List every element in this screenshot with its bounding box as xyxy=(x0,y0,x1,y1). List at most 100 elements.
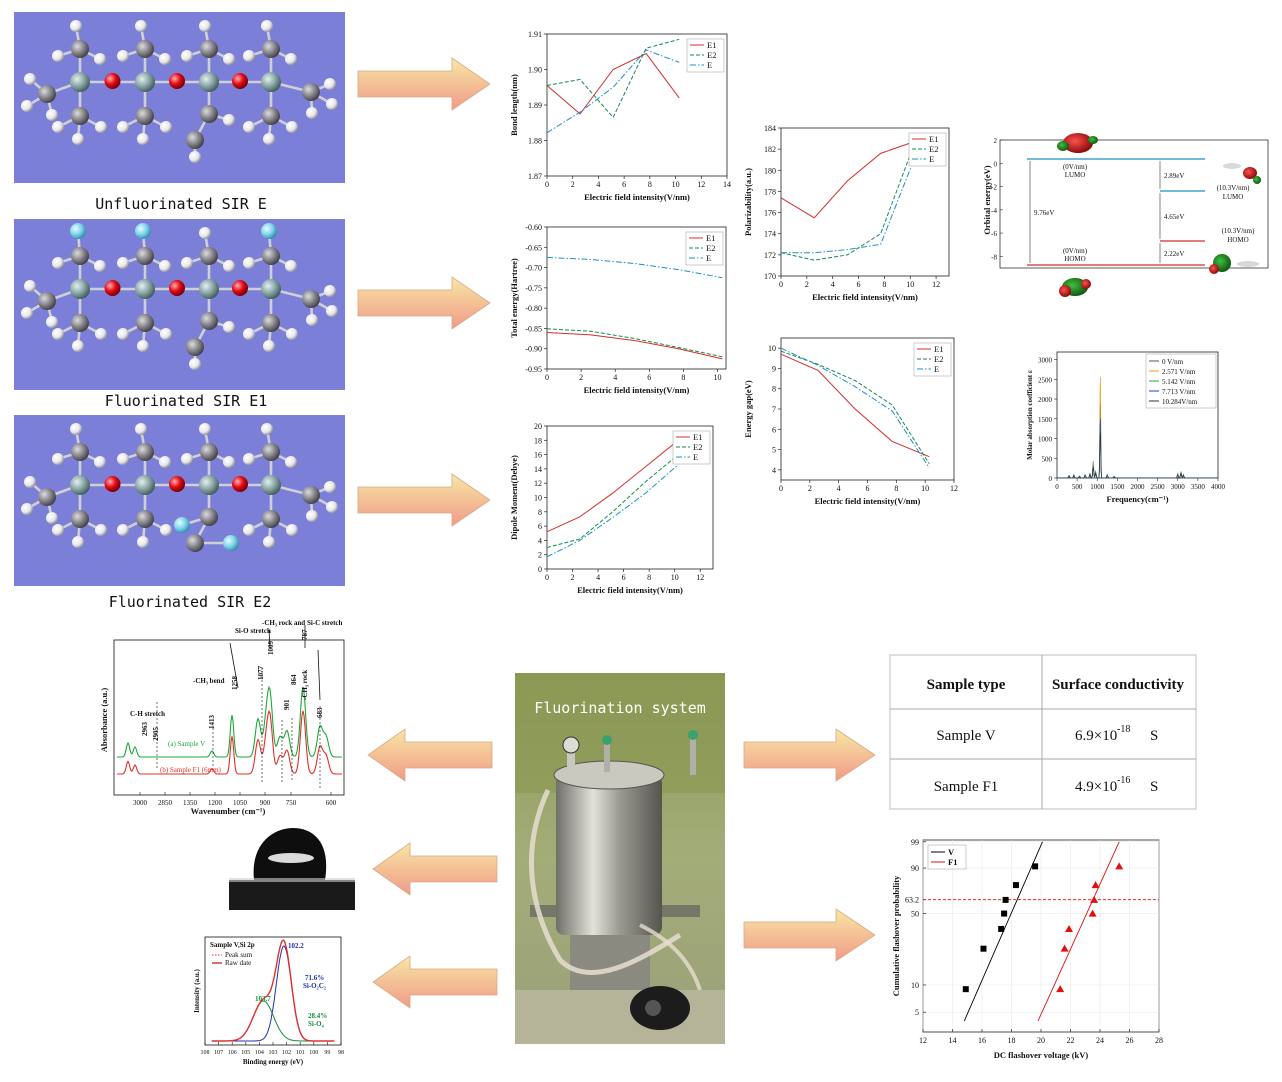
y-tick-label: 18 xyxy=(534,436,542,445)
point-v xyxy=(1012,882,1019,889)
fluorine-atom xyxy=(70,223,86,239)
xps-peak-sum xyxy=(211,939,335,1042)
carbon-atom xyxy=(136,314,154,332)
x-tick-label: 1050 xyxy=(233,799,248,807)
point-v xyxy=(998,925,1005,932)
legend-e: E xyxy=(929,154,934,164)
label-high-lumo-field: (10.3V/nm) xyxy=(1217,184,1251,192)
x-tick-label: 22 xyxy=(1067,1036,1075,1045)
hydrogen-atom xyxy=(243,453,255,465)
hydrogen-atom xyxy=(261,423,273,435)
carbon-atom xyxy=(71,443,89,461)
x-tick-label: 2 xyxy=(571,180,575,189)
y-tick-label: 3000 xyxy=(1038,357,1053,365)
x-tick-label: 6 xyxy=(622,180,626,189)
legend-e1: E1 xyxy=(706,233,715,243)
silicon-atom xyxy=(70,475,90,495)
carbon-atom xyxy=(71,247,89,265)
hydrogen-atom xyxy=(199,423,211,435)
point-v xyxy=(980,945,987,952)
ftir-annotation: -CH₃ rock and Si-C stretch xyxy=(262,619,343,627)
legend-e2: E2 xyxy=(706,243,715,253)
hydrogen-atom xyxy=(24,280,36,292)
y-tick-label: 184 xyxy=(764,124,776,133)
x-tick-label: 100 xyxy=(309,1050,318,1056)
x-tick-label: 10 xyxy=(921,484,929,493)
hydrogen-atom xyxy=(117,524,129,536)
molecule-e2-atoms xyxy=(21,423,338,552)
hydrogen-atom xyxy=(94,456,106,468)
polarizability-xlabel: Electric field intensity(V/nm) xyxy=(812,292,918,302)
weibull-xlabel: DC flashover voltage (kV) xyxy=(994,1050,1089,1060)
y-tick-label: 99 xyxy=(911,838,919,847)
ftir-legend-v: (a) Sample V xyxy=(168,740,205,748)
ftir-pointer xyxy=(268,629,271,649)
ftir-annotation: 1009 xyxy=(267,641,275,656)
label-high-homo: HOMO xyxy=(1227,236,1248,244)
silicon-atom xyxy=(199,279,219,299)
molecule-e-atoms xyxy=(21,20,338,163)
orbital-lobe-homo-0 xyxy=(1059,278,1091,297)
gap-label-0: 9.76eV xyxy=(1034,209,1054,217)
x-tick-label: 12 xyxy=(950,484,958,493)
hydrogen-atom xyxy=(70,423,82,435)
carbon-atom xyxy=(302,486,320,504)
gap-label-2: 4.65eV xyxy=(1164,213,1184,221)
series-e xyxy=(546,256,723,279)
silicon-atom xyxy=(70,72,90,92)
hydrogen-atom xyxy=(223,456,235,468)
gap-label-3: 2.22eV xyxy=(1164,250,1184,258)
hydrogen-atom xyxy=(306,510,318,522)
hydrogen-atom xyxy=(160,524,172,536)
gap-label-1: 2.89eV xyxy=(1164,172,1184,180)
silicon-atom xyxy=(199,72,219,92)
arrow-left-contact-angle xyxy=(372,842,498,896)
ftir-annotation: Si-O stretch xyxy=(235,627,271,635)
x-tick-label: 12 xyxy=(696,573,704,582)
xps-title: Sample V,Si 2p xyxy=(210,941,255,949)
hydrogen-atom xyxy=(199,227,211,239)
silicon-atom xyxy=(135,279,155,299)
x-tick-label: 1000 xyxy=(1090,483,1105,491)
table-header-conductivity: Surface conductivity xyxy=(1052,677,1185,693)
y-tick-label: 8 xyxy=(772,385,776,394)
x-tick-label: 4000 xyxy=(1211,483,1226,491)
carbon-atom xyxy=(262,107,280,125)
carbon-atom xyxy=(200,40,218,58)
ftir-series-v xyxy=(117,685,342,758)
x-tick-label: 2500 xyxy=(1151,483,1166,491)
carbon-atom xyxy=(262,247,280,265)
series-e1 xyxy=(546,439,679,533)
series-e xyxy=(781,159,915,254)
contact-angle-image xyxy=(229,828,355,910)
x-tick-label: 20 xyxy=(1037,1036,1045,1045)
silicon-atom xyxy=(70,279,90,299)
xps-peak-2-species: Si-O₄ xyxy=(308,1020,325,1028)
x-tick-label: 4 xyxy=(831,280,835,289)
x-tick-label: 8 xyxy=(647,573,651,582)
silicon-atom xyxy=(199,475,219,495)
orbital-tick-label: -8 xyxy=(991,253,997,261)
hydrogen-atom xyxy=(21,307,33,319)
legend-e2: E2 xyxy=(693,442,702,452)
y-tick-label: 6 xyxy=(772,425,776,434)
ftir-series-f1 xyxy=(117,709,342,775)
oxygen-atom xyxy=(232,73,248,89)
silicon-atom xyxy=(261,475,281,495)
carbon-atom xyxy=(38,85,56,103)
hydrogen-atom xyxy=(135,423,147,435)
absorb-xlabel: Frequency(cm⁻¹) xyxy=(1106,494,1168,504)
ftir-annotation: 683 xyxy=(316,707,324,718)
x-tick-label: 28 xyxy=(1155,1036,1163,1045)
y-tick-label: -0.60 xyxy=(525,223,542,232)
carbon-atom xyxy=(262,314,280,332)
fluorine-atom xyxy=(261,223,277,239)
hydrogen-atom xyxy=(223,114,235,126)
x-tick-label: 14 xyxy=(949,1036,957,1045)
